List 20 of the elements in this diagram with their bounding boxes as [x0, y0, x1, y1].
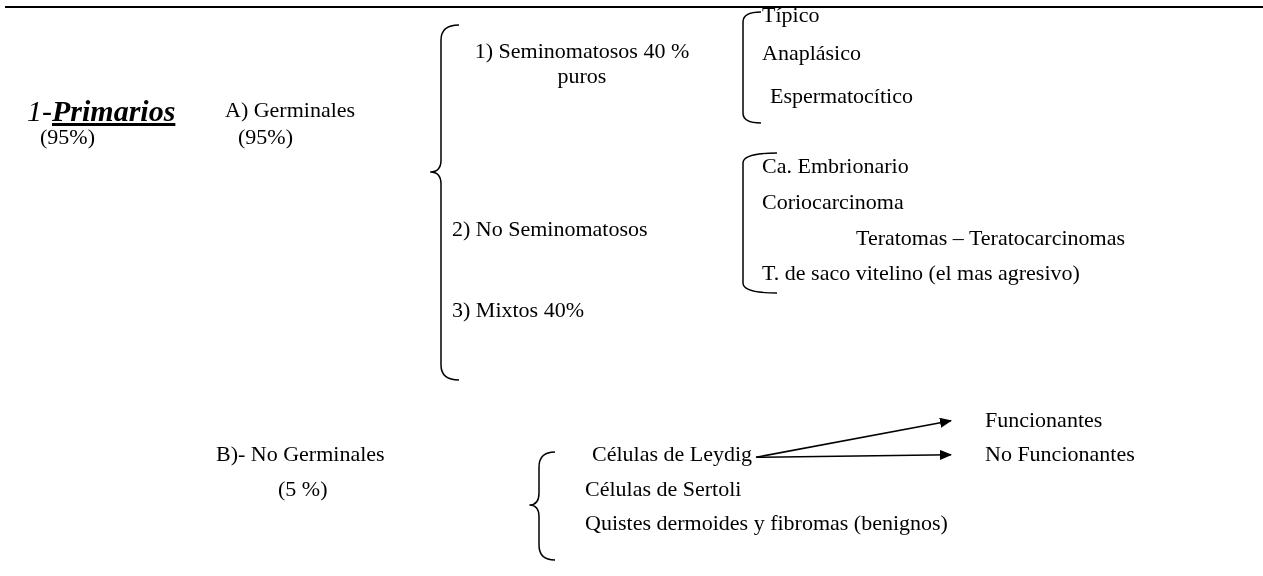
text-label: 1) Seminomatosos 40 % puros	[473, 38, 691, 89]
text-label: (5 %)	[278, 476, 328, 502]
text-label: Células de Sertoli	[585, 476, 742, 502]
text-label: Células de Leydig	[592, 441, 753, 467]
text-label: Espermatocítico	[770, 83, 913, 109]
text-label: Coriocarcinoma	[762, 189, 904, 215]
text-label: No Funcionantes	[985, 441, 1135, 467]
text-label: Quistes dermoides y fibromas (benignos)	[585, 510, 948, 536]
text-label: Teratomas – Teratocarcinomas	[856, 225, 1125, 251]
text-label: 3) Mixtos 40%	[452, 297, 584, 323]
text-label: 2) No Seminomatosos	[452, 216, 648, 242]
text-label: Anaplásico	[762, 40, 861, 66]
text-label: T. de saco vitelino (el mas agresivo)	[762, 260, 1080, 286]
text-label: Ca. Embrionario	[762, 153, 909, 179]
text-label: Funcionantes	[985, 407, 1103, 433]
text-label: Típico	[762, 2, 820, 28]
text-label: A) Germinales	[225, 97, 356, 123]
text-label: (95%)	[238, 124, 293, 150]
arrow	[755, 449, 952, 460]
text-label: B)- No Germinales	[216, 441, 385, 467]
